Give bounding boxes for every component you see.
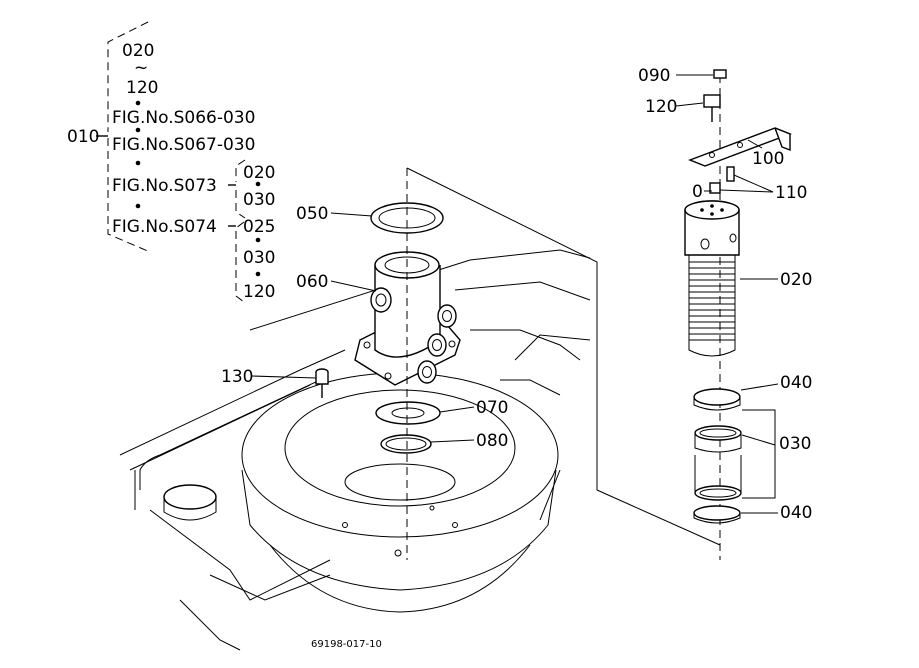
reference-bracket-group bbox=[96, 21, 261, 303]
callout-030: 030 bbox=[779, 434, 811, 454]
bolt-120 bbox=[703, 94, 721, 122]
machine-frame-drawing bbox=[119, 249, 591, 651]
s073-item-030: 030 bbox=[243, 190, 275, 210]
bracket-100 bbox=[688, 127, 792, 167]
callout-010: 010 bbox=[67, 127, 99, 147]
callout-090: 090 bbox=[638, 66, 670, 86]
bolt-130 bbox=[315, 368, 329, 398]
callout-100: 100 bbox=[752, 149, 784, 169]
plug-090 bbox=[713, 69, 727, 79]
fig-ref-s074: FIG.No.S074 bbox=[112, 217, 217, 237]
rings-030 bbox=[694, 425, 742, 501]
s074-item-025: 025 bbox=[243, 217, 275, 237]
callout-130: 130 bbox=[221, 367, 253, 387]
pins-110 bbox=[704, 166, 735, 194]
callout-080: 080 bbox=[476, 431, 508, 451]
snap-ring-080 bbox=[380, 434, 432, 454]
rotor-020 bbox=[684, 200, 740, 357]
fig-ref-s073: FIG.No.S073 bbox=[112, 176, 217, 196]
callout-120-range-end: 120 bbox=[126, 78, 158, 98]
callout-050: 050 bbox=[296, 204, 328, 224]
s074-item-120: 120 bbox=[243, 282, 275, 302]
range-tilde: ~ bbox=[134, 58, 148, 78]
s074-item-030: 030 bbox=[243, 248, 275, 268]
washer-070 bbox=[375, 401, 441, 425]
s073-item-020: 020 bbox=[243, 163, 275, 183]
drawing-number: 69198-017-10 bbox=[311, 639, 382, 650]
fig-ref-s066: FIG.No.S066-030 bbox=[112, 108, 255, 128]
callout-110-zero: 0 bbox=[692, 182, 703, 202]
seal-040-top bbox=[693, 388, 741, 411]
callout-020: 020 bbox=[780, 270, 812, 290]
fig-ref-s067: FIG.No.S067-030 bbox=[112, 135, 255, 155]
seal-040-bottom bbox=[693, 505, 741, 524]
callout-110: 110 bbox=[775, 183, 807, 203]
callout-020-range-start: 020 bbox=[122, 41, 154, 61]
callout-120: 120 bbox=[645, 97, 677, 117]
swivel-body-060 bbox=[354, 251, 461, 386]
callout-070: 070 bbox=[476, 398, 508, 418]
callout-060: 060 bbox=[296, 272, 328, 292]
callout-040-bottom: 040 bbox=[780, 503, 812, 523]
callout-040-top: 040 bbox=[780, 373, 812, 393]
